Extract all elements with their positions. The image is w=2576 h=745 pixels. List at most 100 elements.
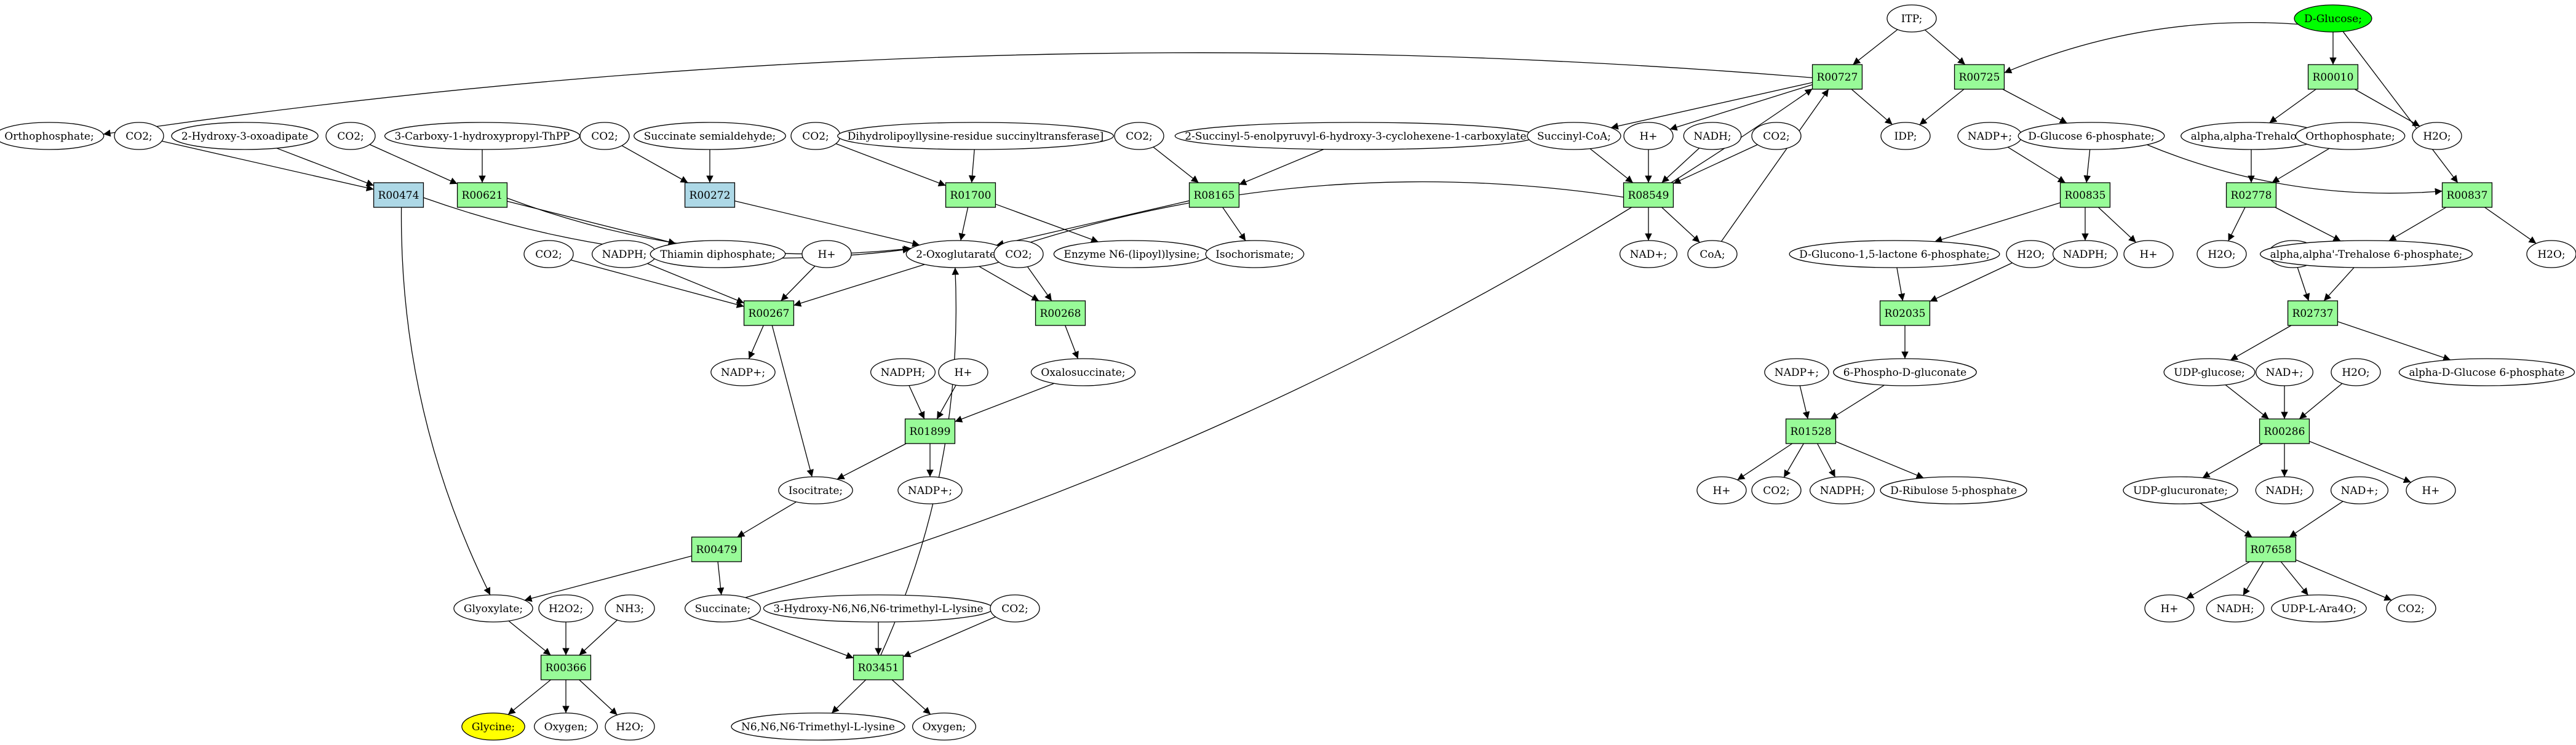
- edge-itp-to-R00727: [1853, 29, 1898, 65]
- node-label: CoA;: [1699, 249, 1725, 261]
- edge-R00267-to-isocitrate: [771, 325, 814, 477]
- reaction-box: [2287, 300, 2339, 326]
- edge-oxoglutarate-to-R00268: [979, 266, 1040, 301]
- compound-node-hplus_d: H+: [938, 358, 988, 386]
- node-label: Glycine;: [472, 721, 515, 733]
- compound-node-h2o_a: H2O;: [2412, 122, 2462, 150]
- node-label: H2O;: [2537, 249, 2565, 261]
- edge-R00286-to-udpglucuronate: [2202, 443, 2264, 479]
- compound-ellipse: [912, 712, 977, 741]
- node-label: NADH;: [2265, 485, 2303, 497]
- edge-R01528-to-nadph_d: [1817, 443, 1836, 477]
- compound-node-isochorismate: Isochorismate;: [1205, 240, 1305, 268]
- compound-node-nadph_b: NADPH;: [2052, 240, 2118, 268]
- node-label: R00267: [749, 308, 790, 320]
- compound-node-nh3: NH3;: [605, 594, 655, 623]
- edge-succinate-to-R00727: [745, 88, 1813, 599]
- reaction-box: [1879, 300, 1931, 326]
- node-label: R02035: [1885, 308, 1926, 320]
- compound-ellipse: [453, 594, 533, 623]
- node-label: R00727: [1817, 71, 1858, 84]
- compound-ellipse: [2052, 240, 2118, 268]
- reaction-node-R00267: R00267: [743, 300, 795, 326]
- reaction-node-R08165: R08165: [1188, 182, 1240, 208]
- node-label: D-Ribulose 5-phosphate: [1890, 485, 2017, 497]
- node-label: H+: [1639, 130, 1657, 143]
- compound-node-udpglucuronate: UDP-glucuronate;: [2123, 476, 2238, 504]
- node-label: Isocitrate;: [789, 485, 843, 497]
- compound-node-h2o_d: H2O;: [2526, 240, 2576, 268]
- edge-R01700-to-oxoglutarate: [958, 207, 969, 241]
- edge-R00010-to-h2o_a: [2354, 89, 2420, 127]
- compound-ellipse: [1809, 476, 1875, 504]
- compound-ellipse: [1886, 4, 1937, 33]
- compound-node-co2_f: CO2;: [1751, 122, 1802, 150]
- edge-R00479-to-succinate: [717, 561, 725, 596]
- node-label: R00286: [2264, 426, 2305, 438]
- compound-ellipse: [870, 358, 936, 386]
- edges-layer: [103, 22, 2537, 715]
- compound-ellipse: [1683, 122, 1742, 150]
- compound-node-nadplus_b: NAD+;: [2255, 358, 2314, 386]
- compound-ellipse: [2331, 358, 2381, 386]
- node-label: Enzyme N6-(lipoyl)lysine;: [1063, 249, 1199, 261]
- compound-node-itp: ITP;: [1886, 4, 1937, 33]
- compound-ellipse: [114, 122, 164, 150]
- node-label: NADPH;: [881, 367, 926, 379]
- compound-node-nadph_d: NADPH;: [1809, 476, 1875, 504]
- node-label: NADP+;: [1968, 130, 2012, 143]
- reaction-node-R08549: R08549: [1623, 182, 1674, 208]
- compound-node-thiamin: Thiamin diphosphate;: [650, 240, 786, 268]
- edge-phosphogluconate-to-R01528: [1830, 384, 1885, 420]
- reaction-box: [904, 418, 956, 444]
- node-label: NADPH;: [602, 249, 647, 261]
- edge-dglucose6p-to-R00837: [2147, 144, 2443, 196]
- edge-udpglucuronate-to-R07658: [2200, 503, 2252, 538]
- node-label: H+: [2139, 249, 2157, 261]
- compound-ellipse: [650, 240, 786, 268]
- compound-ellipse: [778, 476, 853, 504]
- compound-node-glycine: Glycine;: [461, 712, 525, 741]
- node-label: R00725: [1959, 71, 2000, 84]
- node-label: CO2;: [591, 130, 618, 143]
- node-label: R08165: [1194, 189, 1235, 202]
- compound-ellipse: [2398, 358, 2575, 386]
- compound-ellipse: [2294, 4, 2372, 33]
- node-label: D-Glucono-1,5-lactone 6-phosphate;: [1799, 249, 1990, 261]
- compound-node-co2_i: CO2;: [1751, 476, 1802, 504]
- compound-ellipse: [1751, 122, 1802, 150]
- edge-R00727-to-succinylcoa: [1610, 82, 1813, 130]
- compound-node-hplus_f: H+: [2406, 476, 2456, 504]
- node-label: UDP-glucuronate;: [2133, 485, 2228, 497]
- node-label: NH3;: [616, 603, 644, 615]
- edge-co2_j-to-R03451: [903, 616, 996, 658]
- node-label: CO2;: [337, 130, 364, 143]
- edge-co2_e-to-R08165: [1153, 146, 1199, 183]
- node-label: CO2;: [125, 130, 153, 143]
- edge-hplus_d-to-R01899: [936, 384, 956, 420]
- edge-R00474-to-glyoxylate: [400, 207, 491, 596]
- node-label: Orthophosphate;: [2305, 130, 2395, 143]
- node-label: CO2;: [1001, 603, 1028, 615]
- edge-R00286-to-hplus_f: [2309, 440, 2411, 484]
- edge-nadh_a-to-R08549: [1661, 148, 1700, 183]
- reaction-box: [1954, 64, 2005, 90]
- compound-ellipse: [1527, 122, 1621, 150]
- compound-ellipse: [1696, 476, 1747, 504]
- node-label: R01899: [910, 426, 951, 438]
- node-label: D-Glucose 6-phosphate;: [2028, 130, 2155, 143]
- node-label: R00366: [546, 662, 587, 674]
- edge-R08549-to-oxoglutarate: [1006, 181, 1624, 252]
- node-label: NADP+;: [908, 485, 952, 497]
- compound-node-nadph_c: NADPH;: [870, 358, 936, 386]
- compound-ellipse: [2271, 594, 2367, 623]
- edge-R01528-to-hplus_e: [1737, 443, 1793, 480]
- edge-R00725-to-idp: [1919, 89, 1965, 125]
- reaction-box: [456, 182, 508, 208]
- edge-R07658-to-udparafuranose: [2280, 561, 2309, 596]
- node-label: Glyoxylate;: [464, 603, 523, 615]
- node-label: NADH;: [2216, 603, 2254, 615]
- compound-node-carboxyhydroxypropyl: 3-Carboxy-1-hydroxypropyl-ThPP: [384, 122, 581, 150]
- edge-R00837-to-h2o_d: [2484, 207, 2537, 244]
